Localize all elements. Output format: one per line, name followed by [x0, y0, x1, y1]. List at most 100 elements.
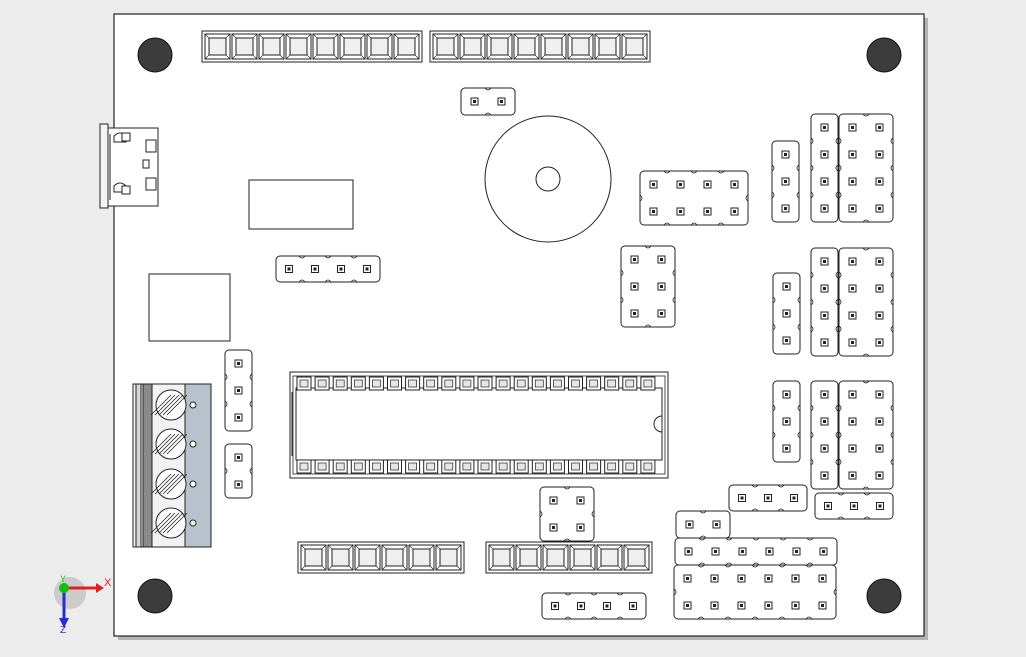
header-pin-center	[878, 314, 881, 317]
header-pin-center	[237, 456, 240, 459]
header-pin-center	[660, 285, 663, 288]
header-pin-inner	[385, 548, 404, 567]
header-pin-center	[633, 258, 636, 261]
pin-header-2x2-bottom	[539, 486, 595, 542]
header-pin-center	[823, 341, 826, 344]
header-pin-center	[287, 267, 291, 271]
header-pin-center	[784, 153, 787, 156]
header-pin-inner	[331, 548, 350, 567]
header-pin-center	[851, 447, 854, 450]
header-pin-center	[237, 389, 240, 392]
terminal-contact	[189, 480, 197, 488]
header-pin-center	[851, 260, 854, 263]
mounting-hole-bottom-right	[866, 578, 902, 614]
header-pin-center	[714, 550, 717, 553]
header-pin-center	[784, 207, 787, 210]
header-pin-center	[741, 550, 744, 553]
terminal-contact	[189, 401, 197, 409]
header-pin-center	[740, 496, 744, 500]
header-pin-center	[740, 577, 743, 580]
header-pin-center	[706, 210, 709, 213]
usb-connector	[99, 123, 159, 209]
header-pin-center	[552, 499, 555, 502]
header-pin-center	[785, 312, 788, 315]
header-pin-center	[878, 260, 881, 263]
header-pin-inner	[490, 37, 509, 56]
header-pin-center	[823, 287, 826, 290]
header-pin-center	[823, 260, 826, 263]
header-pin-center	[652, 210, 655, 213]
header-pin-center	[785, 420, 788, 423]
header-pin-center	[878, 504, 882, 508]
header-pin-center	[792, 496, 796, 500]
mounting-hole-bottom-left	[137, 578, 173, 614]
header-pin-inner	[304, 548, 323, 567]
pin-header-4x1-left	[275, 255, 381, 283]
header-pin-center	[823, 153, 826, 156]
pin-header-2x1-bottom	[675, 510, 731, 539]
pin-header-3x1-bottom-right	[728, 484, 808, 512]
header-pin-center	[687, 550, 690, 553]
header-pin-inner	[463, 37, 482, 56]
header-pin-center	[823, 447, 826, 450]
header-pin-center	[878, 207, 881, 210]
pin-header-2x3-center	[620, 245, 676, 328]
header-pin-center	[821, 577, 824, 580]
header-pin-center	[740, 604, 743, 607]
pin-header-2x4-r3	[838, 380, 894, 490]
header-pin-center	[851, 420, 854, 423]
header-pin-center	[785, 285, 788, 288]
header-pin-inner	[370, 37, 389, 56]
pin-header-4x2-right	[639, 170, 749, 226]
header-pin-center	[767, 604, 770, 607]
header-pin-center	[878, 393, 881, 396]
mounting-hole-top-left	[137, 37, 173, 73]
header-pin-inner	[625, 37, 644, 56]
header-pin-inner	[316, 37, 335, 56]
header-pin-center	[706, 183, 709, 186]
header-pin-center	[823, 420, 826, 423]
header-pin-center	[785, 339, 788, 342]
pin-header-6x2-bottom	[673, 564, 837, 620]
female-header-top-left	[201, 30, 423, 63]
header-pin-center	[686, 604, 689, 607]
header-pin-center	[851, 126, 854, 129]
header-pin-center	[713, 577, 716, 580]
pin-header-4x1-bottom	[541, 592, 647, 620]
header-pin-center	[553, 604, 557, 608]
header-pin-center	[365, 267, 369, 271]
header-pin-center	[631, 604, 635, 608]
header-pin-center	[794, 577, 797, 580]
header-pin-center	[851, 153, 854, 156]
pin-header-1x3-r2	[772, 272, 801, 355]
header-pin-center	[795, 550, 798, 553]
header-pin-center	[851, 314, 854, 317]
ic-rectangle-top	[248, 179, 354, 230]
pin-header-1x3-r1	[771, 140, 800, 223]
header-pin-inner	[544, 37, 563, 56]
header-pin-center	[768, 550, 771, 553]
header-pin-inner	[358, 548, 377, 567]
header-pin-inner	[573, 548, 592, 567]
header-pin-center	[878, 153, 881, 156]
header-pin-center	[660, 258, 663, 261]
header-pin-center	[823, 314, 826, 317]
header-pin-center	[785, 447, 788, 450]
header-pin-center	[688, 523, 691, 526]
header-pin-center	[851, 207, 854, 210]
ic-rectangle-left	[148, 273, 231, 342]
header-pin-center	[713, 604, 716, 607]
header-pin-center	[823, 126, 826, 129]
terminal-contact	[189, 519, 197, 527]
triad-y-label: Y	[60, 574, 66, 584]
header-pin-center	[823, 393, 826, 396]
header-pin-inner	[436, 37, 455, 56]
header-pin-center	[237, 416, 240, 419]
terminal-screws	[150, 389, 197, 539]
header-pin-center	[552, 526, 555, 529]
header-pin-center	[823, 474, 826, 477]
header-pin-center	[500, 100, 503, 103]
header-pin-center	[826, 504, 830, 508]
buzzer	[484, 115, 612, 243]
